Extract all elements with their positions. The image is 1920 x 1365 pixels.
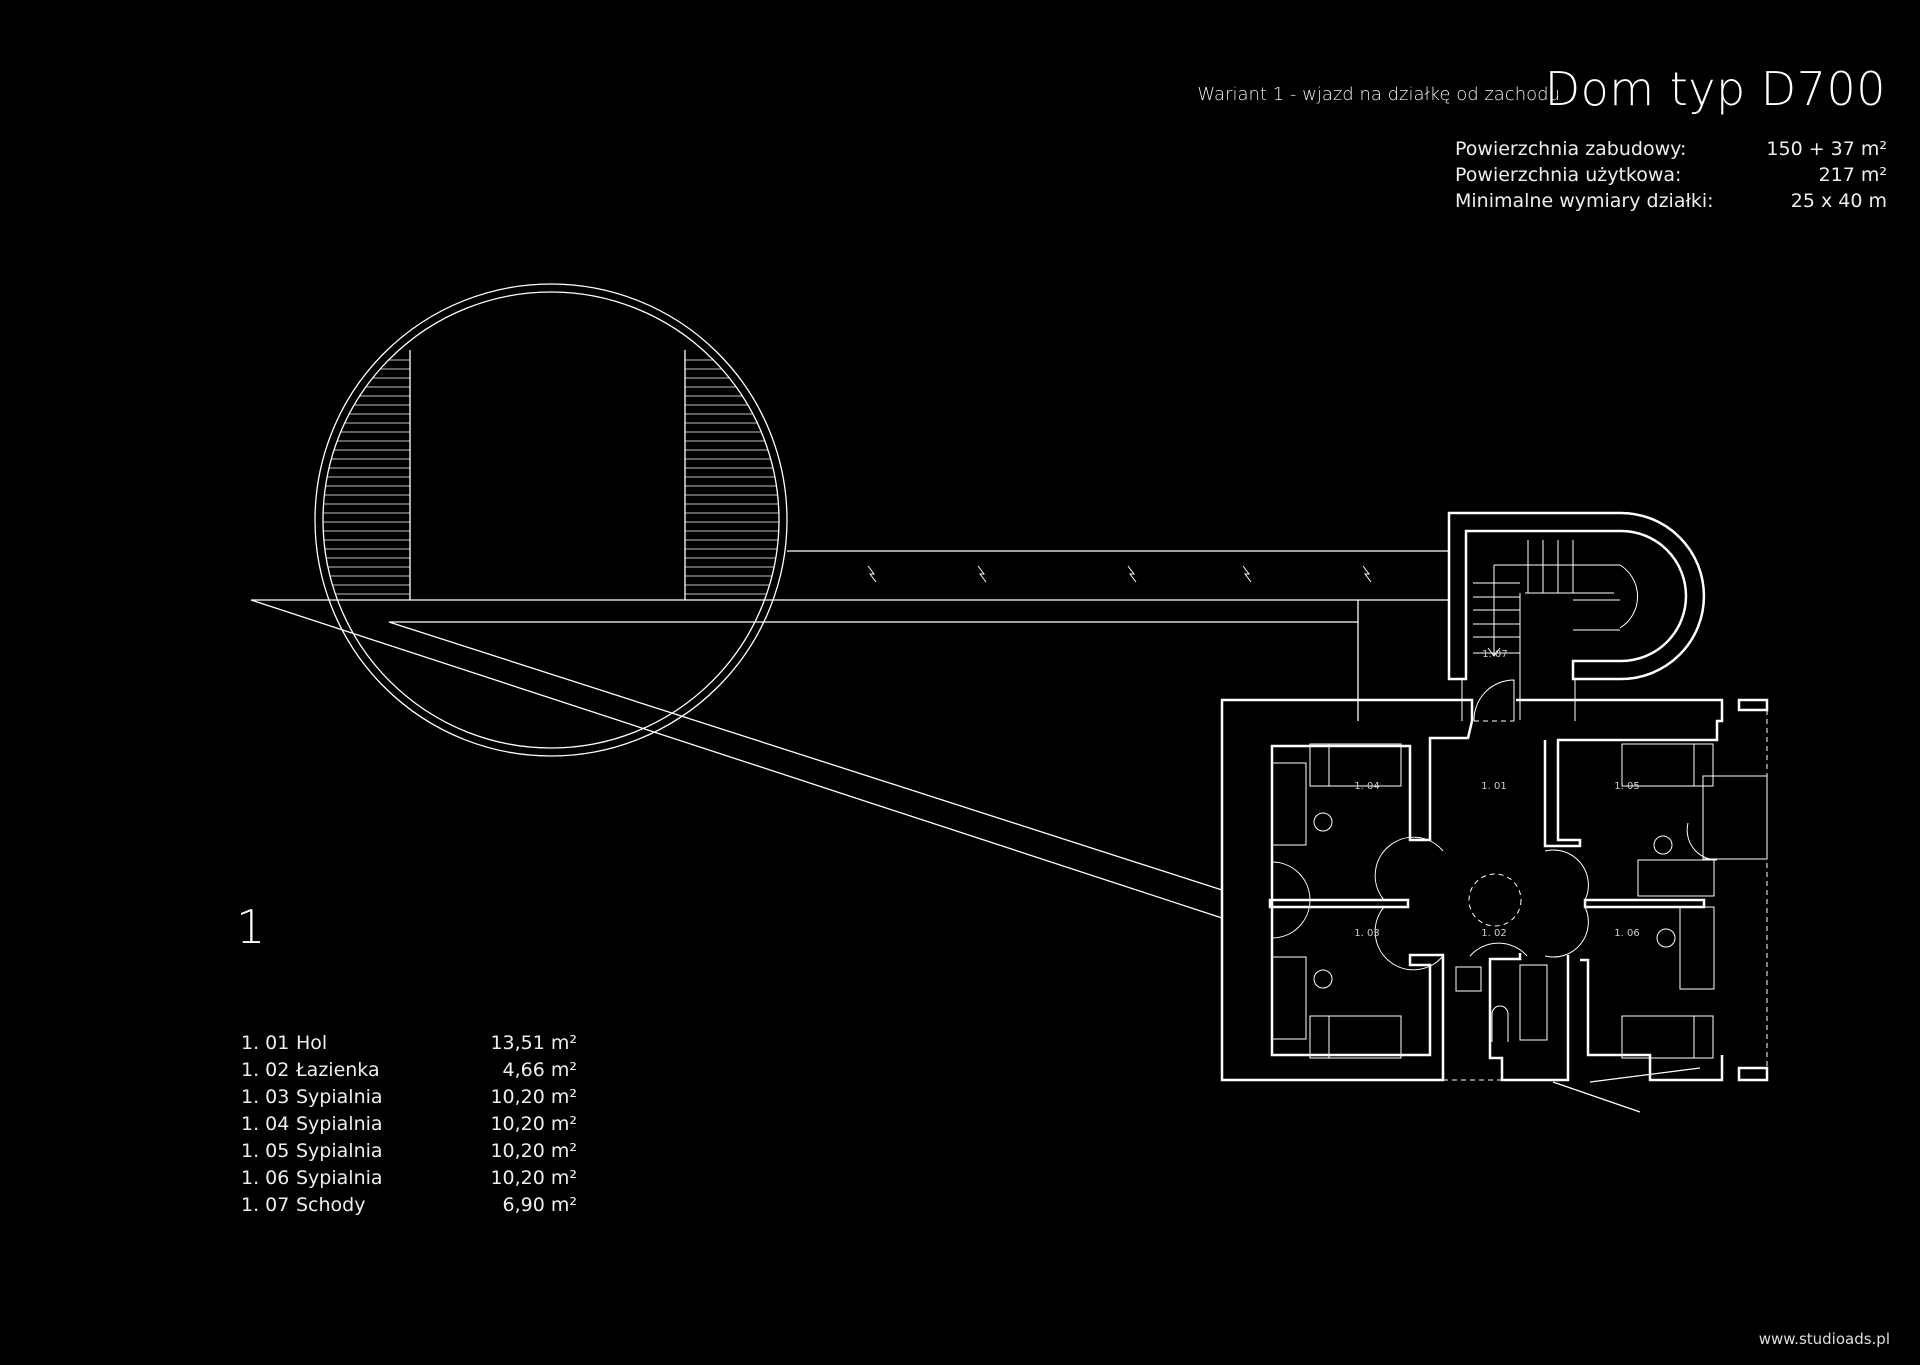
furniture bbox=[1271, 743, 1768, 1059]
room-area: 10,20 m² bbox=[490, 1167, 577, 1189]
website-link[interactable]: www.studioads.pl bbox=[1758, 1330, 1890, 1348]
room-name: Sypialnia bbox=[296, 1167, 383, 1189]
room-name: Łazienka bbox=[296, 1059, 380, 1081]
room-name: Schody bbox=[296, 1194, 366, 1216]
stat-value: 25 x 40 m bbox=[1790, 190, 1887, 212]
stat-label: Minimalne wymiary działki: bbox=[1455, 190, 1714, 212]
label-102: 1. 02 bbox=[1481, 928, 1506, 939]
stat-value: 150 + 37 m² bbox=[1766, 138, 1887, 160]
room-area: 10,20 m² bbox=[490, 1140, 577, 1162]
room-code: 1. 01 bbox=[241, 1032, 290, 1054]
room-list-item: 1. 05 Sypialnia 10,20 m² bbox=[241, 1140, 577, 1162]
room-area: 10,20 m² bbox=[490, 1086, 577, 1108]
room-name: Sypialnia bbox=[296, 1140, 383, 1162]
building-walls bbox=[1220, 698, 1769, 1082]
room-code: 1. 04 bbox=[241, 1113, 290, 1135]
room-code: 1. 06 bbox=[241, 1167, 290, 1189]
room-area: 4,66 m² bbox=[502, 1059, 577, 1081]
room-list-item: 1. 04 Sypialnia 10,20 m² bbox=[241, 1113, 577, 1135]
room-area: 13,51 m² bbox=[490, 1032, 577, 1054]
room-list-item: 1. 07 Schody 6,90 m² bbox=[241, 1194, 577, 1216]
label-103: 1. 03 bbox=[1354, 928, 1379, 939]
room-list-item: 1. 03 Sypialnia 10,20 m² bbox=[241, 1086, 577, 1108]
stat-label: Powierzchnia użytkowa: bbox=[1455, 164, 1682, 186]
stair-tower bbox=[1447, 511, 1706, 681]
room-list-item: 1. 02 Łazienka 4,66 m² bbox=[241, 1059, 577, 1081]
label-105: 1. 05 bbox=[1614, 781, 1639, 792]
room-list-item: 1. 01 Hol 13,51 m² bbox=[241, 1032, 577, 1054]
label-104: 1. 04 bbox=[1354, 781, 1379, 792]
room-code: 1. 03 bbox=[241, 1086, 290, 1108]
room-labels: 1. 01 1. 02 1. 03 1. 04 1. 05 1. 06 1. 0… bbox=[1354, 649, 1639, 939]
label-107: 1. 07 bbox=[1482, 649, 1507, 660]
room-name: Hol bbox=[296, 1032, 328, 1054]
room-code: 1. 05 bbox=[241, 1140, 290, 1162]
sheet-number: 1 bbox=[236, 900, 266, 954]
room-code: 1. 07 bbox=[241, 1194, 290, 1216]
stat-value: 217 m² bbox=[1818, 164, 1887, 186]
stat-row: Powierzchnia użytkowa: 217 m² bbox=[1455, 164, 1887, 186]
room-code: 1. 02 bbox=[241, 1059, 290, 1081]
stat-label: Powierzchnia zabudowy: bbox=[1455, 138, 1687, 160]
room-name: Sypialnia bbox=[296, 1086, 383, 1108]
room-area: 6,90 m² bbox=[502, 1194, 577, 1216]
label-106: 1. 06 bbox=[1614, 928, 1639, 939]
stat-row: Powierzchnia zabudowy: 150 + 37 m² bbox=[1455, 138, 1887, 160]
room-list-item: 1. 06 Sypialnia 10,20 m² bbox=[241, 1167, 577, 1189]
room-name: Sypialnia bbox=[296, 1113, 383, 1135]
round-courtyard bbox=[314, 283, 788, 757]
label-101: 1. 01 bbox=[1481, 781, 1506, 792]
dashed-outline bbox=[1443, 710, 1768, 1081]
terrace-bridge bbox=[250, 550, 1701, 1113]
variant-subtitle: Wariant 1 - wjazd na działkę od zachodu bbox=[1197, 84, 1560, 105]
stat-row: Minimalne wymiary działki: 25 x 40 m bbox=[1455, 190, 1887, 212]
room-area: 10,20 m² bbox=[490, 1113, 577, 1135]
stairs bbox=[1461, 540, 1639, 722]
page-title: Dom typ D700 bbox=[1544, 62, 1886, 116]
